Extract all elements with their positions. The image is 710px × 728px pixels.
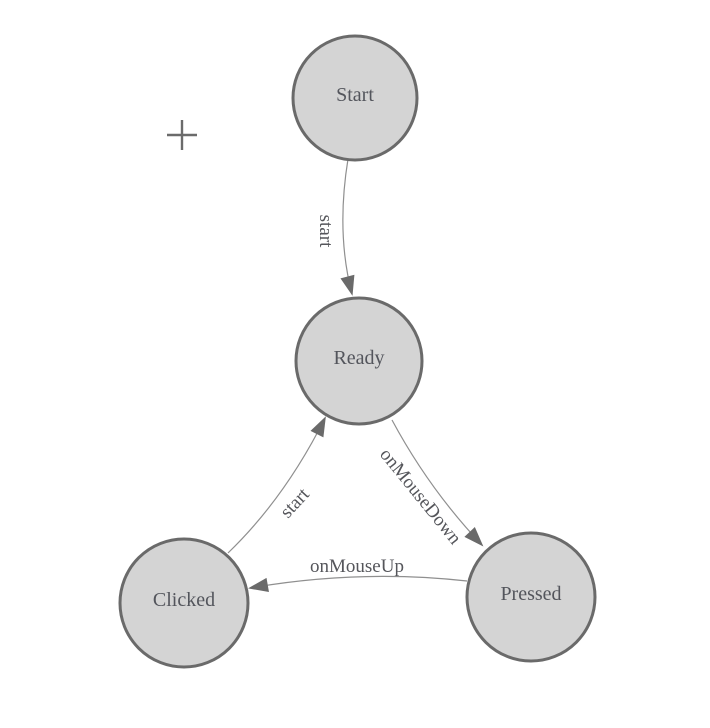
state-node-pressed[interactable]: Pressed xyxy=(465,531,597,663)
state-label: Clicked xyxy=(153,589,215,611)
transition-ready-to-pressed[interactable]: onMouseDown xyxy=(375,419,484,549)
transition-clicked-to-ready[interactable]: start xyxy=(227,416,326,554)
transition-pressed-to-clicked[interactable]: onMouseUp xyxy=(248,556,468,593)
state-circle[interactable] xyxy=(118,537,250,669)
state-circle[interactable] xyxy=(465,531,597,663)
state-label: Pressed xyxy=(500,583,561,605)
transition-label: onMouseDown xyxy=(375,444,465,549)
transition-start-to-ready[interactable]: start xyxy=(315,158,355,296)
transition-line[interactable] xyxy=(227,416,326,554)
state-label: Start xyxy=(336,84,374,106)
transition-line[interactable] xyxy=(248,575,468,593)
transition-label: start xyxy=(315,215,336,248)
transition-label: onMouseUp xyxy=(310,556,404,577)
state-node-start[interactable]: Start xyxy=(291,34,419,162)
state-node-clicked[interactable]: Clicked xyxy=(118,537,250,669)
plus-crosshair-cursor xyxy=(167,120,197,150)
state-circle[interactable] xyxy=(291,34,419,162)
state-label: Ready xyxy=(333,347,384,369)
transition-line[interactable] xyxy=(391,419,484,547)
transition-line[interactable] xyxy=(340,158,355,296)
state-node-ready[interactable]: Ready xyxy=(294,296,424,426)
state-circle[interactable] xyxy=(294,296,424,426)
